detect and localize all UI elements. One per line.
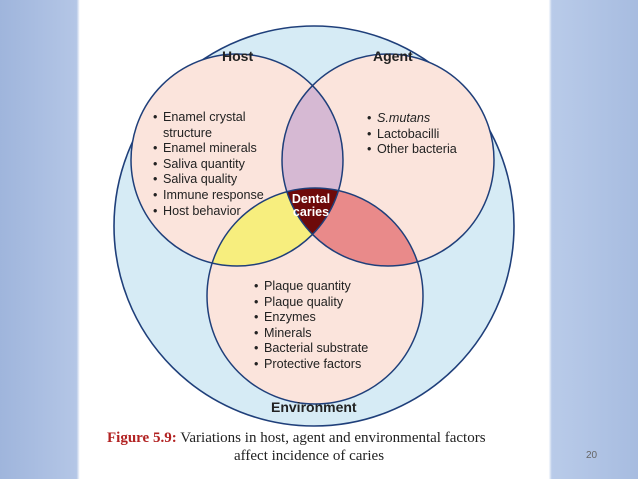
list-item: •Immune response [153, 187, 264, 202]
host-label: Host [222, 48, 254, 64]
list-item: •Enamel minerals [153, 141, 257, 156]
figure-caption: Figure 5.9: Variations in host, agent an… [107, 429, 537, 465]
list-item: •S.mutans [367, 111, 431, 125]
list-item: •Enzymes [254, 310, 316, 325]
figure-label: Figure 5.9: [107, 430, 177, 446]
page-number: 20 [586, 450, 598, 461]
host-factor-list: •Enamel crystal structure •Enamel minera… [153, 110, 264, 219]
dental-caries-label: Dental caries [291, 192, 331, 219]
list-item: •Host behavior [153, 203, 241, 218]
list-item: •Saliva quality [153, 172, 238, 187]
list-item: •Enamel crystal [153, 110, 246, 124]
caption-line-1: Variations in host, agent and environmen… [180, 430, 486, 446]
list-item: structure [163, 125, 212, 140]
environment-label: Environment [271, 399, 357, 415]
list-item: •Plaque quality [254, 294, 344, 309]
agent-factor-list: •S.mutans •Lactobacilli •Other bacteria [367, 111, 457, 158]
list-item: •Bacterial substrate [254, 341, 369, 356]
list-item: •Plaque quantity [254, 279, 351, 293]
agent-label: Agent [373, 48, 413, 64]
list-item: •Protective factors [254, 356, 362, 371]
host-environment-overlap [207, 188, 343, 266]
list-item: •Minerals [254, 325, 312, 340]
list-item: •Saliva quantity [153, 156, 245, 171]
list-item: •Lactobacilli [367, 126, 440, 141]
caption-line-2: affect incidence of caries [234, 448, 385, 464]
list-item: •Other bacteria [367, 142, 457, 157]
environment-factor-list: •Plaque quantity •Plaque quality •Enzyme… [254, 279, 368, 373]
agent-environment-overlap [282, 188, 423, 266]
